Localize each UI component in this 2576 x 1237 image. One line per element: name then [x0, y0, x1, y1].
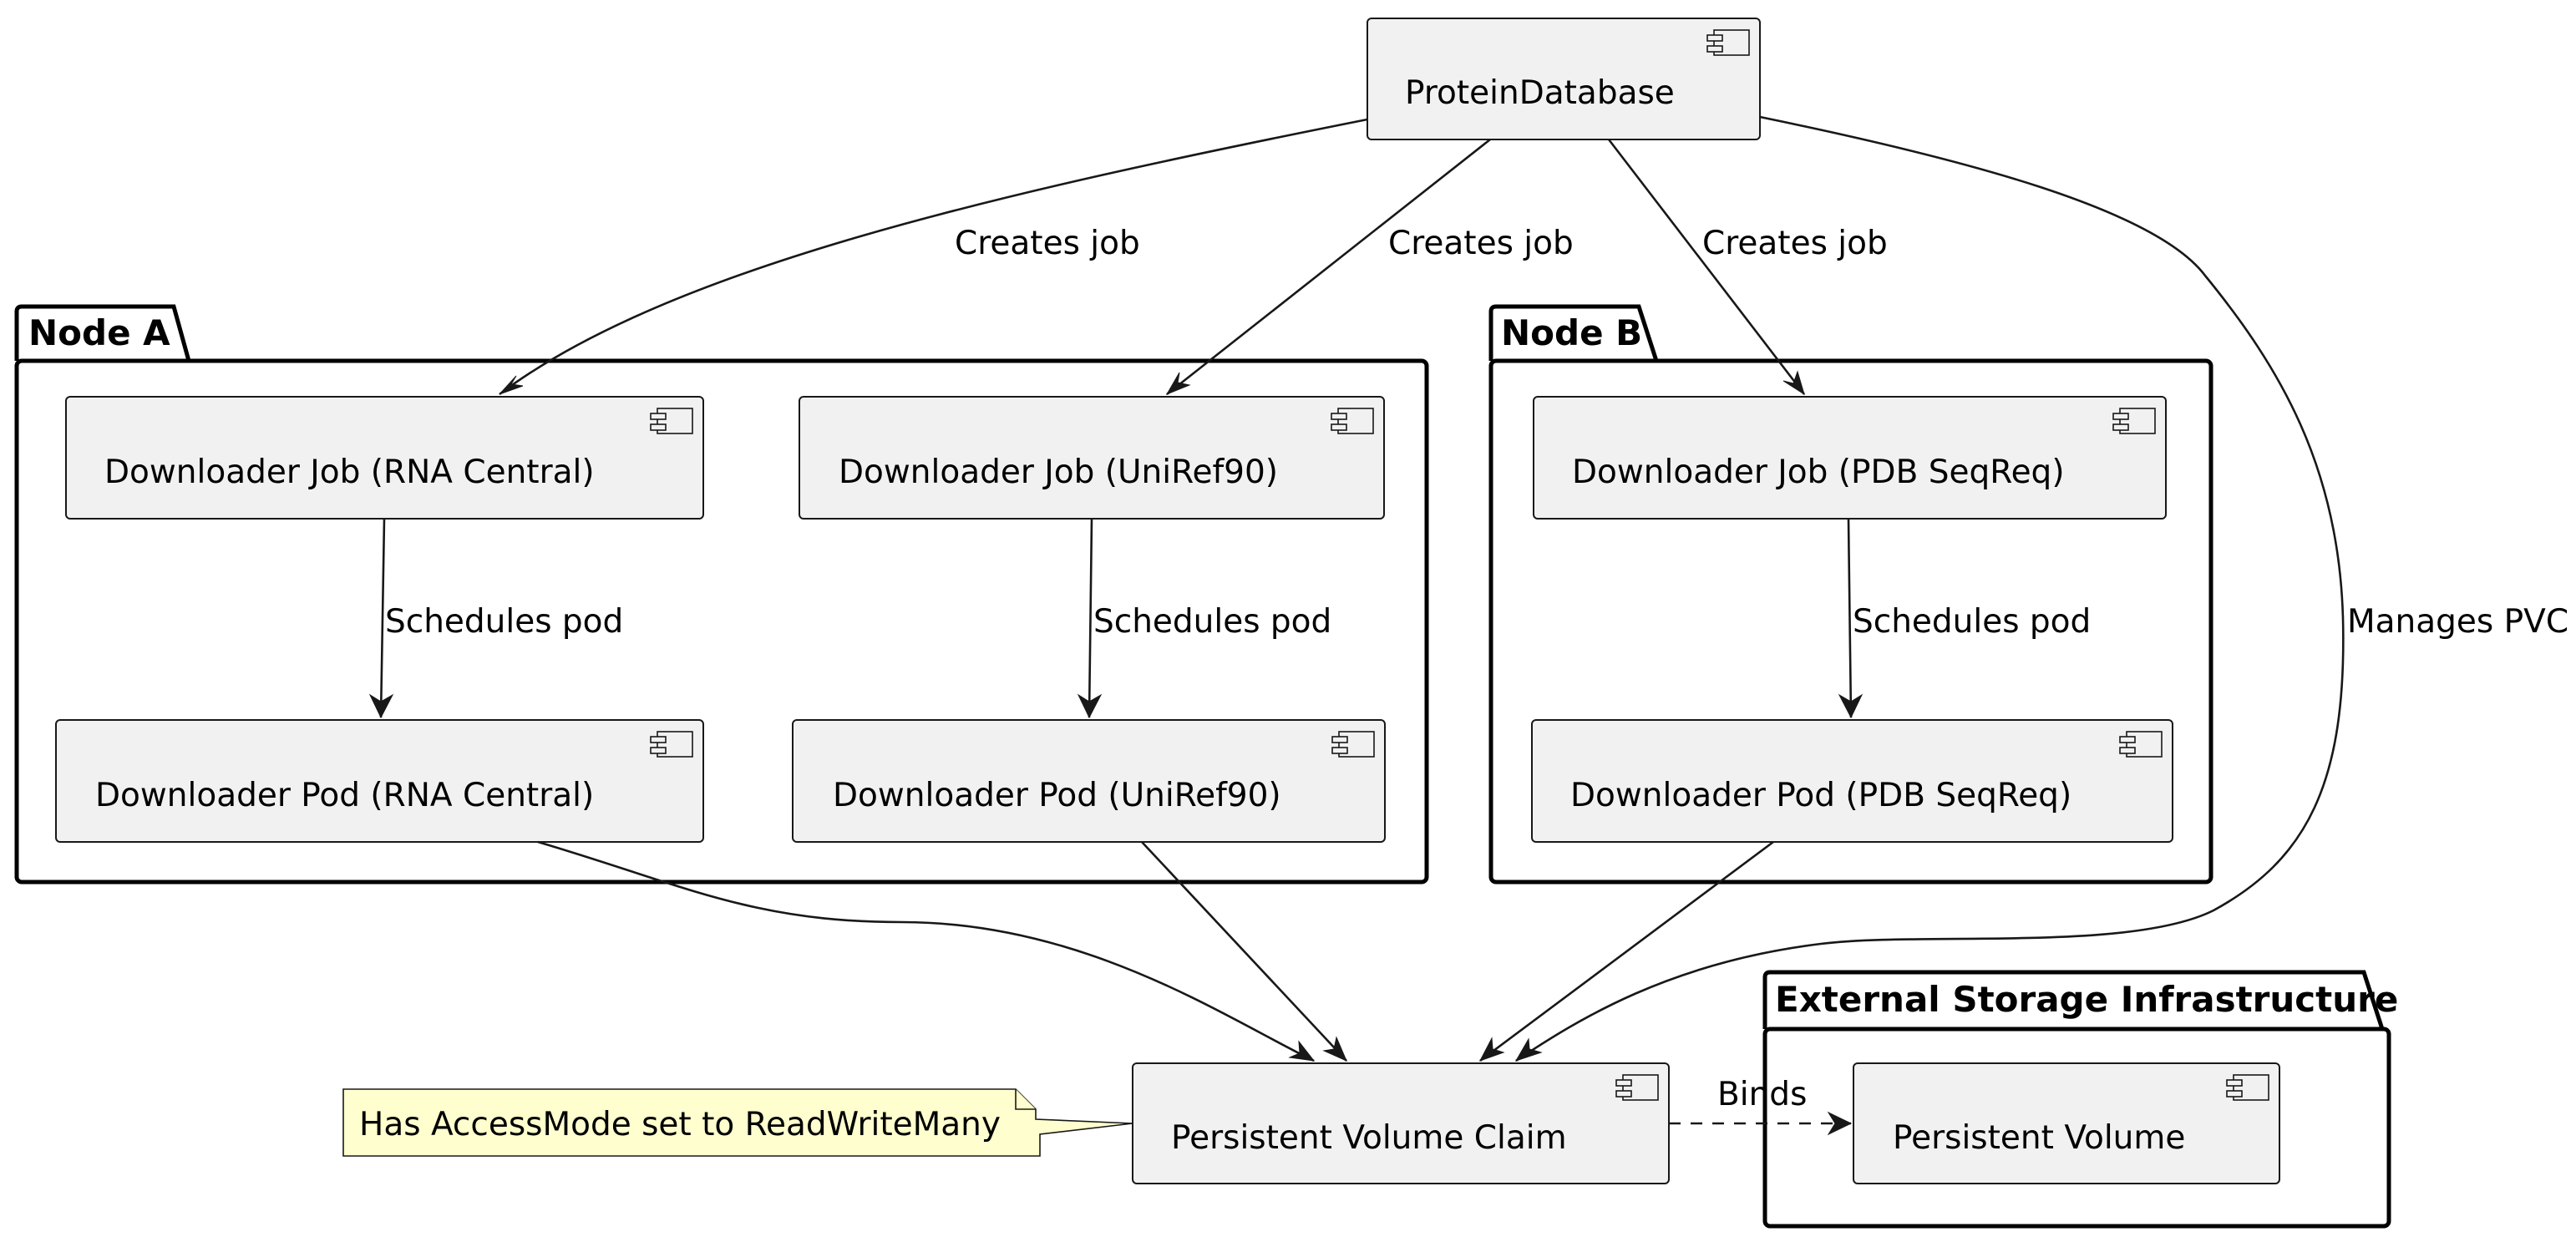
component-persistent-volume[interactable]: Persistent Volume	[1853, 1062, 2280, 1184]
package-external-storage-title: External Storage Infrastructure	[1775, 979, 2398, 1020]
edge-creates-job-uniref: Creates job	[1165, 138, 1574, 396]
edge-line	[1847, 518, 1853, 718]
component-icon	[2226, 1074, 2269, 1101]
component-icon	[1331, 731, 1375, 758]
arrowhead	[1514, 1037, 1543, 1062]
edge-label: Manages PVC	[2347, 603, 2568, 641]
edge-line	[499, 118, 1368, 396]
component-label: Downloader Pod (PDB SeqReq)	[1570, 777, 2071, 814]
edge-label: Creates job	[955, 225, 1140, 262]
package-external-storage-frame	[1762, 1027, 2391, 1229]
edge-binds: Binds	[1669, 1076, 1853, 1136]
edge-line	[1141, 841, 1347, 1062]
edge-label: Binds	[1717, 1076, 1807, 1113]
arrowhead	[1478, 1037, 1505, 1062]
component-box	[792, 719, 1386, 843]
note-access-mode: Has AccessMode set to ReadWriteMany	[342, 1088, 1133, 1157]
arrowhead	[1838, 693, 1864, 719]
component-label: Persistent Volume Claim	[1171, 1119, 1567, 1157]
component-icon	[2112, 408, 2156, 434]
edge-schedules-pod-pdb: Schedules pod	[1838, 518, 2091, 719]
arrowhead	[1165, 372, 1191, 396]
edge-pod-uniref-to-pvc	[1141, 841, 1347, 1062]
arrowhead	[1322, 1036, 1347, 1062]
package-node-a-tab	[14, 304, 191, 362]
component-job-pdb-seqreq[interactable]: Downloader Job (PDB SeqReq)	[1533, 396, 2167, 520]
component-icon	[1331, 408, 1374, 434]
edge-manages-pvc: Manages PVC	[1514, 115, 2568, 1062]
component-persistent-volume-claim[interactable]: Persistent Volume Claim	[1132, 1062, 1670, 1184]
edge-creates-job-rna: Creates job	[499, 118, 1368, 396]
component-box	[1367, 18, 1761, 140]
component-label: Downloader Pod (UniRef90)	[833, 777, 1281, 814]
edge-line	[1479, 840, 1774, 1062]
edge-line	[1088, 518, 1093, 718]
arrowhead	[499, 375, 524, 395]
edge-schedules-pod-uniref: Schedules pod	[1077, 518, 1331, 719]
package-node-b-frame	[1488, 358, 2213, 885]
component-job-rna-central[interactable]: Downloader Job (RNA Central)	[65, 396, 704, 520]
component-box	[65, 396, 704, 520]
edge-line	[1515, 115, 2345, 1062]
component-pod-rna-central[interactable]: Downloader Pod (RNA Central)	[55, 719, 704, 843]
edge-label: Schedules pod	[1853, 603, 2091, 641]
edge-line	[537, 840, 1315, 1062]
package-external-storage: External Storage Infrastructure	[1762, 970, 2398, 1229]
arrowhead	[1077, 693, 1103, 719]
component-icon	[650, 408, 693, 434]
package-node-b: Node B	[1488, 304, 2213, 885]
edge-line	[379, 518, 386, 718]
edge-creates-job-pdb: Creates job	[1607, 139, 1888, 396]
arrowhead	[1782, 370, 1805, 396]
component-icon	[1706, 29, 1750, 56]
package-node-b-tab	[1488, 304, 1659, 362]
edge-pod-pdb-to-pvc	[1478, 840, 1774, 1062]
component-box	[1531, 719, 2173, 843]
component-box	[1853, 1062, 2280, 1184]
component-job-uniref90[interactable]: Downloader Job (UniRef90)	[799, 396, 1385, 520]
component-pod-uniref90[interactable]: Downloader Pod (UniRef90)	[792, 719, 1386, 843]
component-label: ProteinDatabase	[1405, 74, 1675, 112]
package-external-storage-tab	[1762, 970, 2385, 1030]
package-node-a-title: Node A	[28, 312, 170, 353]
edge-pod-rna-to-pvc	[537, 840, 1316, 1062]
edge-line	[1166, 138, 1491, 396]
arrowhead	[1827, 1111, 1853, 1136]
component-label: Downloader Job (PDB SeqReq)	[1572, 454, 2065, 491]
component-label: Downloader Job (RNA Central)	[104, 454, 595, 491]
edge-label: Creates job	[1702, 225, 1888, 262]
edge-line	[1607, 139, 1806, 395]
package-node-a-frame	[14, 358, 1429, 885]
arrowhead	[368, 693, 394, 719]
package-node-a: Node A	[14, 304, 1429, 885]
component-box	[1533, 396, 2167, 520]
component-icon	[2119, 731, 2163, 758]
edge-label: Schedules pod	[1093, 603, 1331, 641]
component-label: Downloader Job (UniRef90)	[839, 454, 1278, 491]
component-icon	[650, 731, 693, 758]
note-text: Has AccessMode set to ReadWriteMany	[359, 1106, 1001, 1143]
edge-schedules-pod-rna: Schedules pod	[368, 518, 623, 719]
component-box	[55, 719, 704, 843]
package-node-b-title: Node B	[1501, 312, 1642, 353]
component-icon	[1615, 1074, 1659, 1101]
edge-label: Schedules pod	[385, 603, 623, 641]
component-label: Persistent Volume	[1893, 1119, 2185, 1157]
note-fold	[1015, 1089, 1036, 1110]
edge-label: Creates job	[1388, 225, 1574, 262]
arrowhead	[1288, 1040, 1316, 1062]
component-label: Downloader Pod (RNA Central)	[95, 777, 594, 814]
component-pod-pdb-seqreq[interactable]: Downloader Pod (PDB SeqReq)	[1531, 719, 2173, 843]
component-protein-database[interactable]: ProteinDatabase	[1367, 18, 1761, 140]
